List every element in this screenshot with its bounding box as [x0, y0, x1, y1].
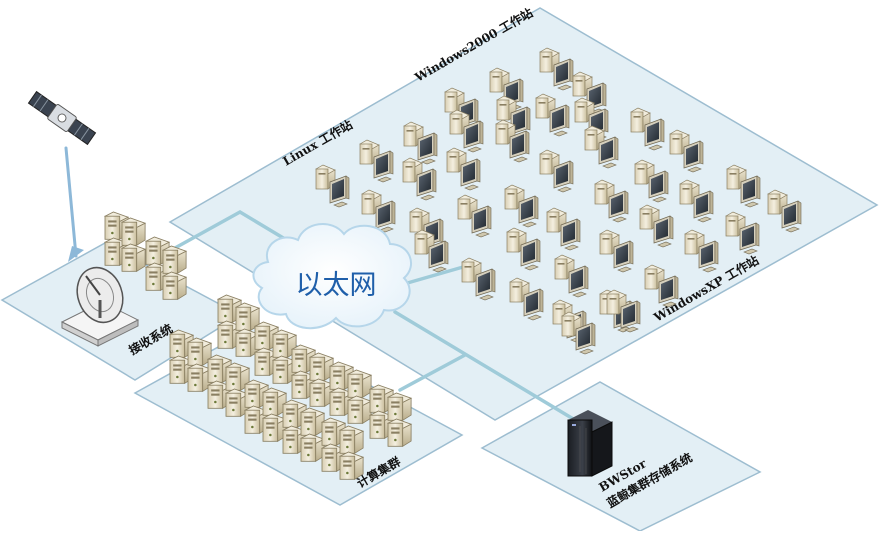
workstation-icon: [504, 184, 539, 228]
dish-antenna-icon: [60, 266, 140, 347]
server-icon: [346, 369, 373, 399]
workstation-icon: [495, 119, 530, 163]
workstation-icon: [539, 149, 574, 193]
storage-platform: [480, 381, 762, 532]
server-icon: [224, 362, 251, 392]
server-icon: [338, 425, 365, 455]
workstation-icon: [403, 121, 438, 165]
server-icon: [386, 392, 413, 422]
workstation-icon: [359, 139, 394, 183]
server-icon: [290, 344, 317, 374]
workstation-icon: [509, 277, 544, 321]
ethernet-label: 以太网: [296, 270, 377, 301]
workstation-icon: [606, 289, 641, 333]
workstation-icon: [584, 125, 619, 169]
workstation-icon: [561, 311, 596, 355]
server-icon: [161, 271, 188, 301]
server-icon: [161, 245, 188, 275]
receiver-servers: [103, 211, 188, 301]
workstation-icon: [461, 257, 496, 301]
workstation-icon: [767, 189, 802, 233]
server-icon: [299, 407, 326, 437]
link-compute: [398, 353, 467, 392]
workstation-icon: [644, 264, 679, 308]
server-icon: [346, 395, 373, 425]
server-icon: [120, 243, 147, 273]
server-icon: [120, 217, 147, 247]
server-icon: [271, 329, 298, 359]
server-icon: [243, 379, 270, 409]
workstation-icon: [361, 189, 396, 233]
server-icon: [261, 387, 288, 417]
server-icon: [308, 352, 335, 382]
workstation-icon: [639, 204, 674, 248]
workstation-icon: [599, 229, 634, 273]
workstation-icon: [546, 207, 581, 251]
server-icon: [206, 380, 233, 410]
workstation-icon: [594, 179, 629, 223]
server-icon: [328, 361, 355, 391]
workstation-icon: [315, 164, 350, 208]
link-satellite: [64, 146, 78, 258]
server-icon: [338, 451, 365, 481]
workstation-icon: [554, 254, 589, 298]
workstation-icon: [506, 227, 541, 271]
workstation-icon: [449, 109, 484, 153]
workstation-icon: [725, 211, 760, 255]
workstations: [315, 47, 802, 355]
storage-rack-icon: [567, 410, 613, 477]
workstation-icon: [669, 129, 704, 173]
workstation-icon: [539, 47, 574, 91]
server-icon: [261, 413, 288, 443]
server-icon: [299, 433, 326, 463]
server-icon: [308, 378, 335, 408]
satellite-icon: [27, 90, 97, 146]
link-receiver: [173, 209, 302, 250]
server-icon: [224, 388, 251, 418]
workstation-icon: [630, 107, 665, 151]
workstation-icon: [726, 164, 761, 208]
workstation-icon: [684, 229, 719, 273]
satellite-arrow-head: [68, 246, 84, 262]
server-icon: [386, 418, 413, 448]
link-storage: [393, 310, 577, 422]
workstation-icon: [634, 159, 669, 203]
compute-servers: [168, 294, 413, 481]
workstation-icon: [535, 93, 570, 137]
ethernet-cloud: 以太网: [252, 222, 412, 330]
workstation-icon: [457, 194, 492, 238]
workstation-icon: [679, 179, 714, 223]
workstation-icon: [414, 229, 449, 273]
workstation-icon: [446, 147, 481, 191]
workstation-icon: [489, 67, 524, 111]
server-icon: [234, 302, 261, 332]
workstation-icon: [402, 157, 437, 201]
network-links: [64, 146, 577, 422]
